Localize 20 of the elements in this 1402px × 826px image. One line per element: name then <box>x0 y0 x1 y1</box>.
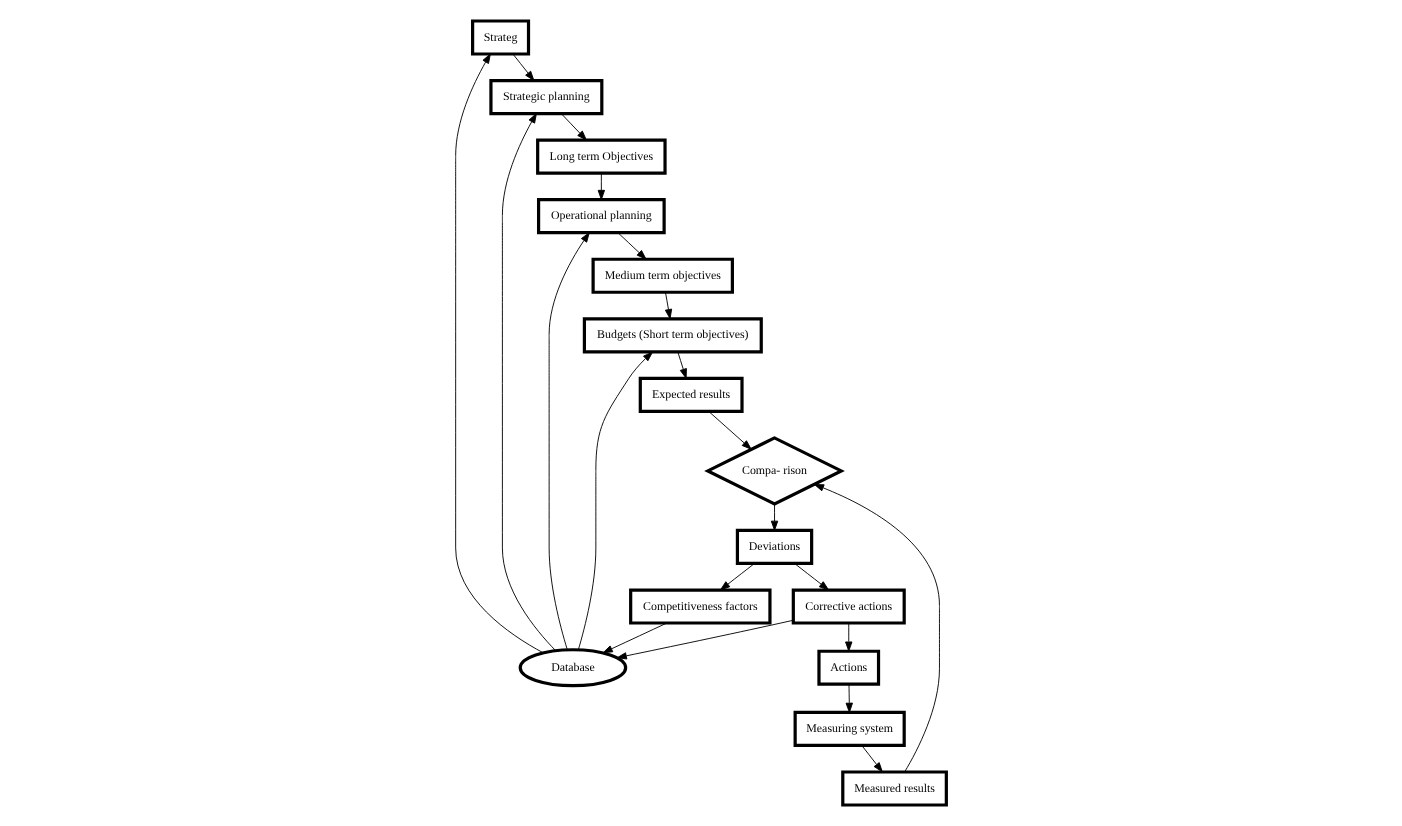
arrow <box>814 484 940 773</box>
arrow <box>845 622 853 652</box>
arrow <box>548 232 590 650</box>
arrow <box>617 232 647 260</box>
arrow <box>720 563 755 591</box>
arrow <box>845 683 853 713</box>
arrow <box>664 292 673 320</box>
arrow <box>602 622 668 654</box>
arrow <box>597 172 605 200</box>
arrow <box>455 53 544 654</box>
arrow <box>560 113 587 141</box>
arrow <box>794 563 829 591</box>
arrow <box>616 619 794 660</box>
arrow <box>501 113 556 651</box>
arrow <box>512 53 535 81</box>
arrow <box>708 411 752 450</box>
arrow <box>770 503 779 531</box>
arrow <box>677 351 687 379</box>
arrow <box>861 745 883 773</box>
arrow <box>577 351 653 651</box>
